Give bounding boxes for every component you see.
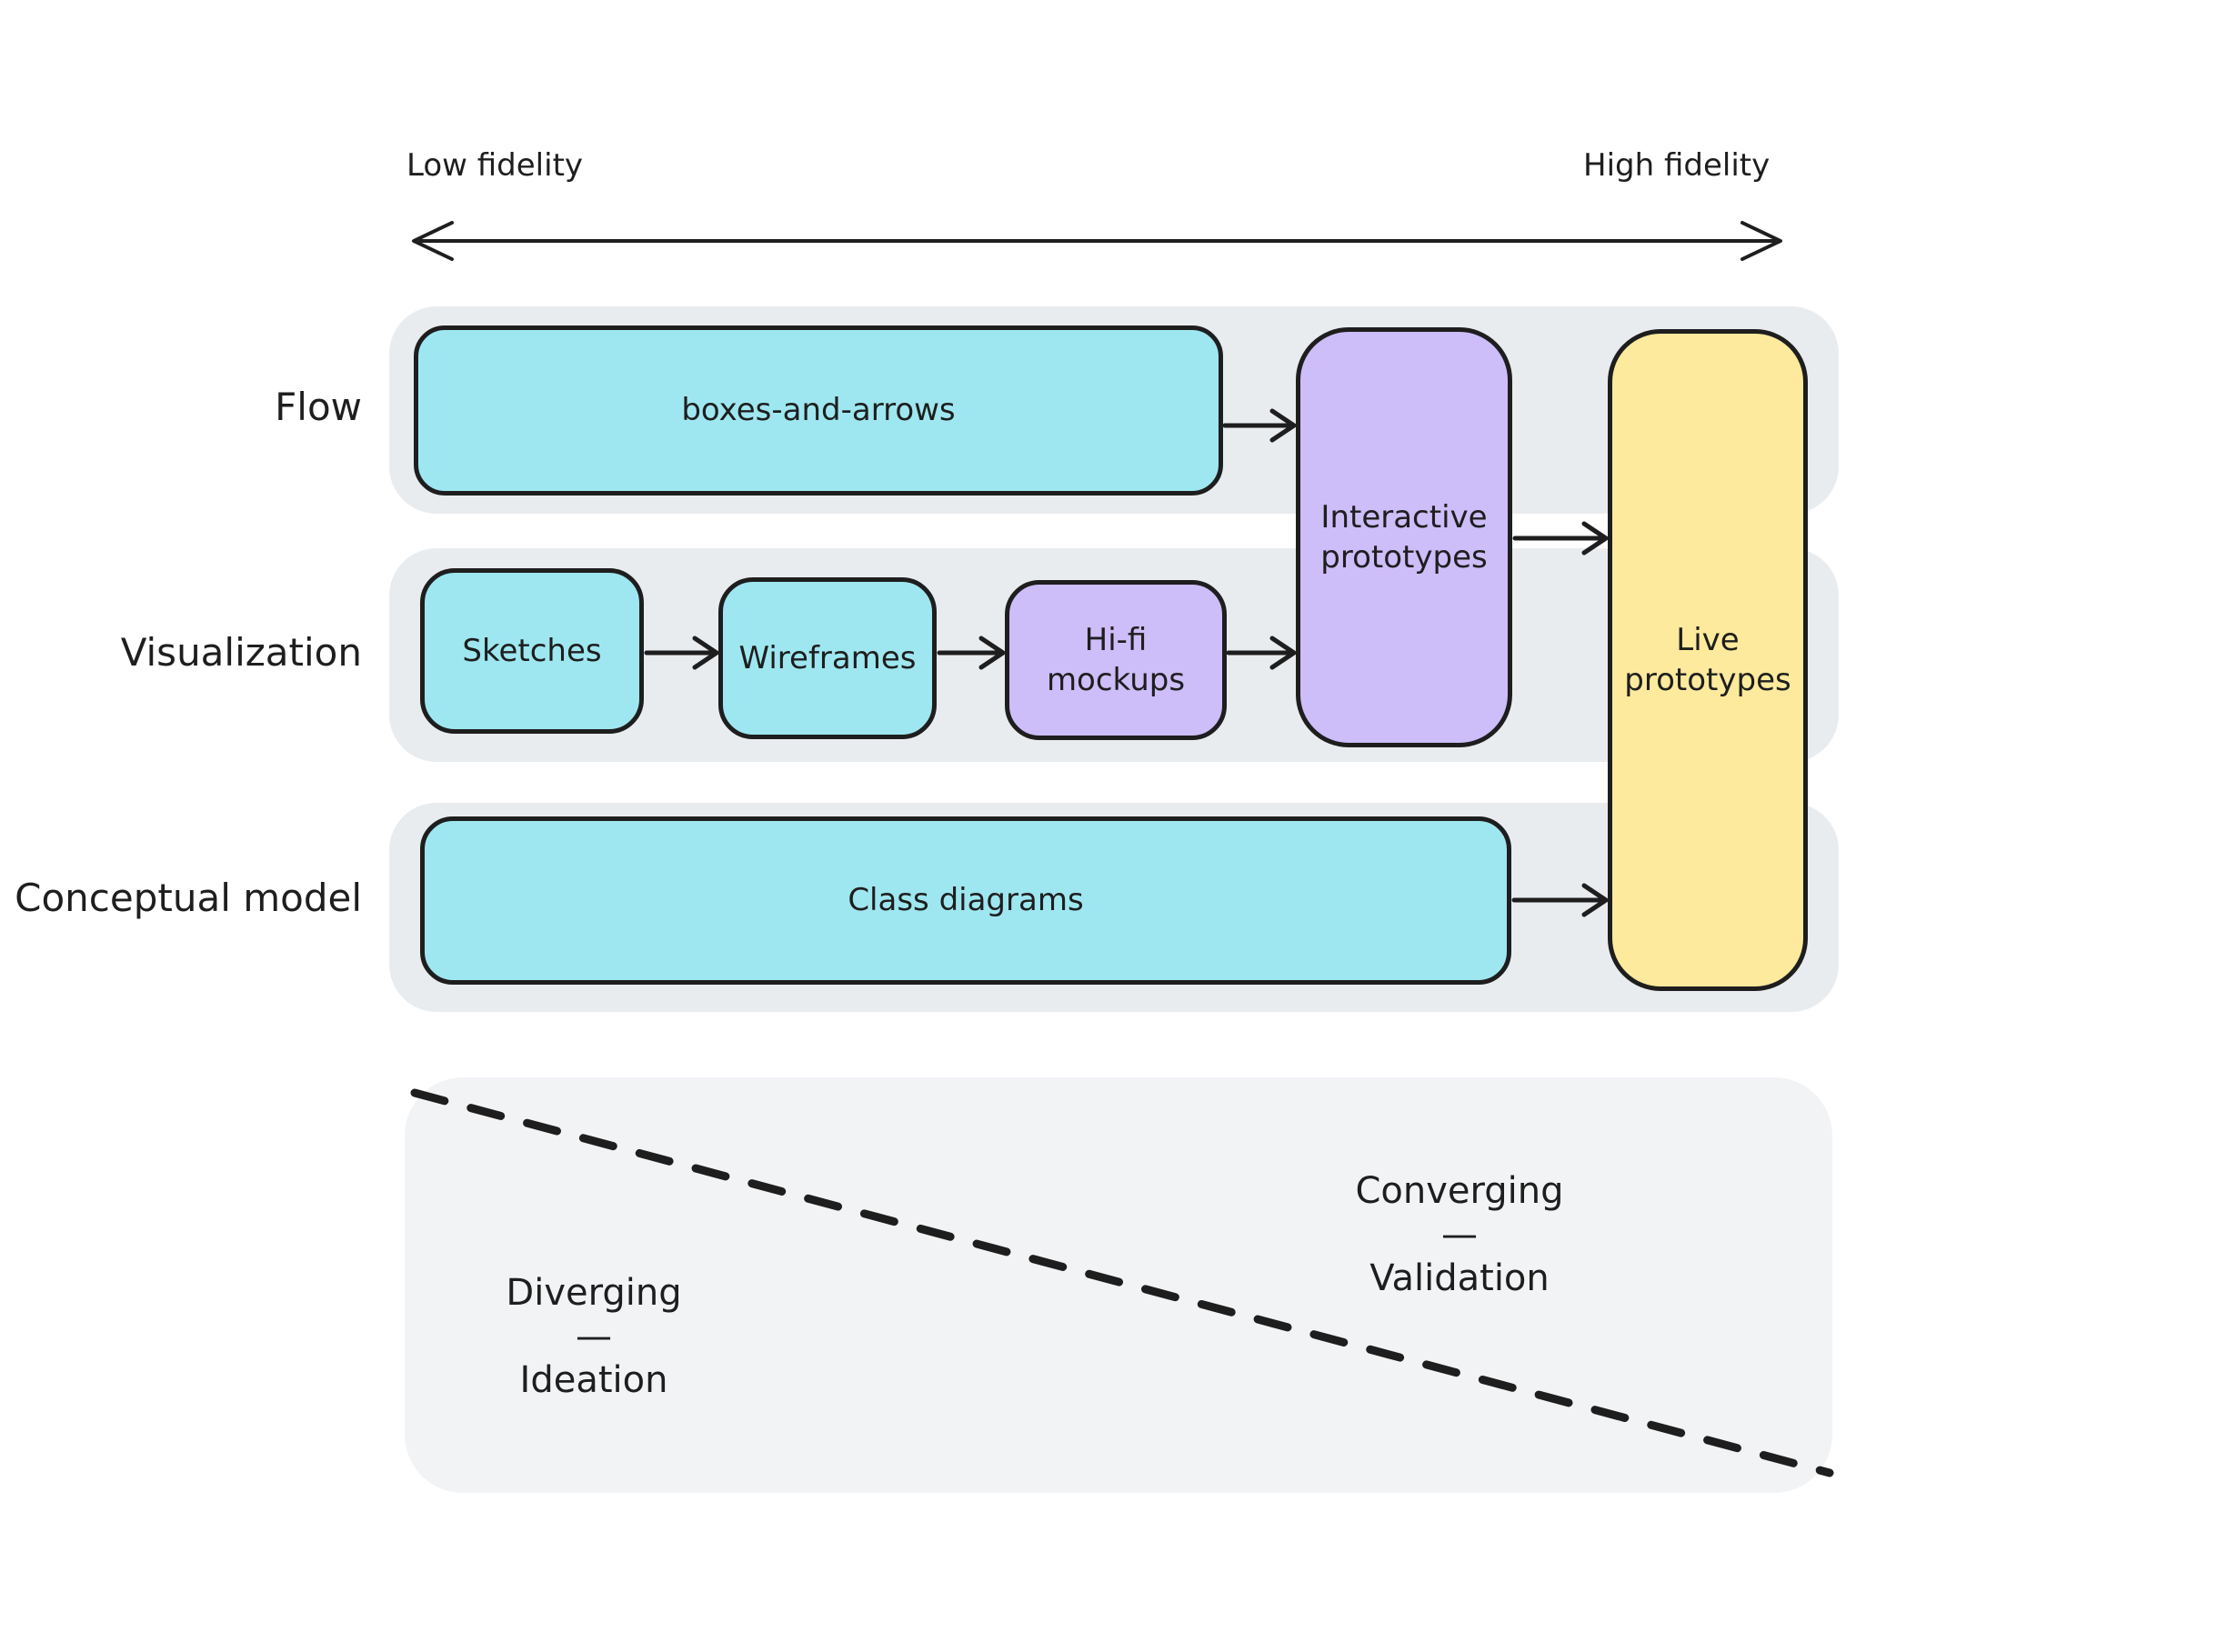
phase-subtitle: Validation <box>1369 1257 1550 1299</box>
diverging-label: Diverging — Ideation <box>394 1271 794 1402</box>
fidelity-axis-low-label: Low fidelity <box>406 147 584 184</box>
node-label: Sketches <box>462 632 602 669</box>
phase-title: Converging <box>1355 1170 1564 1212</box>
row-label-flow: Flow <box>275 385 362 429</box>
phase-separator: — <box>1441 1214 1478 1256</box>
node-live-prototypes: Live prototypes <box>1608 329 1808 991</box>
node-sketches: Sketches <box>420 568 644 734</box>
node-label-line1: Hi-fi <box>1084 621 1148 658</box>
converging-label: Converging — Validation <box>1259 1169 1660 1300</box>
fidelity-axis-high-label: High fidelity <box>1583 147 1771 184</box>
node-label-line2: prototypes <box>1320 539 1488 576</box>
phase-title: Diverging <box>506 1272 682 1314</box>
row-label-conceptual-model: Conceptual model <box>15 876 362 920</box>
node-label: Wireframes <box>738 639 917 676</box>
fidelity-axis-arrow <box>412 221 1782 261</box>
node-label: Class diagrams <box>848 882 1084 919</box>
node-interactive-prototypes: Interactive prototypes <box>1296 327 1512 747</box>
phase-separator: — <box>576 1316 612 1357</box>
node-wireframes: Wireframes <box>718 577 937 739</box>
node-class-diagrams: Class diagrams <box>420 816 1511 985</box>
phase-subtitle: Ideation <box>519 1359 668 1401</box>
node-label-line2: mockups <box>1046 662 1186 698</box>
node-hifi-mockups: Hi-fi mockups <box>1005 580 1227 740</box>
row-label-visualization: Visualization <box>120 630 362 675</box>
node-boxes-and-arrows: boxes-and-arrows <box>414 325 1223 496</box>
node-label-line2: prototypes <box>1624 662 1791 698</box>
node-label-line1: Interactive <box>1320 498 1488 536</box>
node-label: boxes-and-arrows <box>681 392 956 429</box>
node-label-line1: Live <box>1676 621 1740 658</box>
